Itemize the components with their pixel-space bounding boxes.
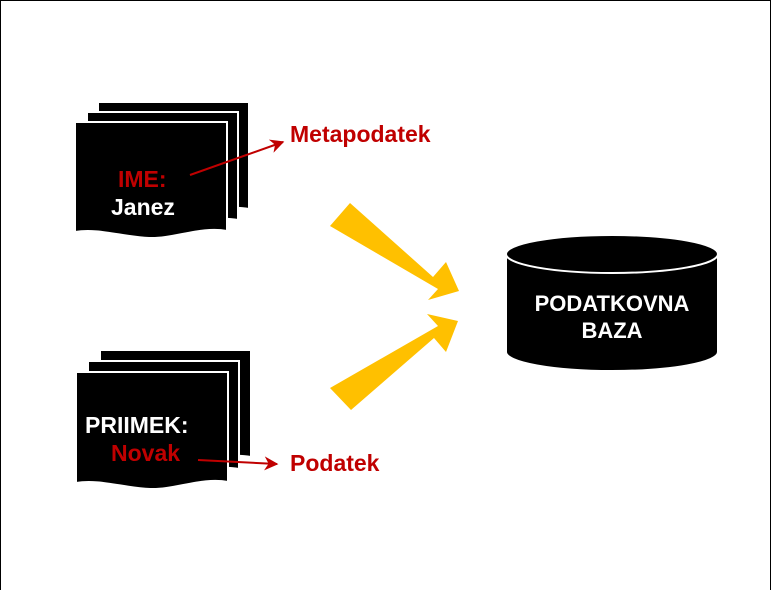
document-stack-2: [75, 349, 252, 491]
metadata-label: Metapodatek: [290, 121, 431, 147]
document1-field-value: Janez: [111, 194, 175, 220]
database-label-line2: BAZA: [581, 318, 643, 343]
metadata-arrow: [189, 139, 285, 176]
document-stack-1-front: [74, 121, 228, 240]
document2-field-value: Novak: [111, 440, 181, 466]
database-top: [505, 234, 719, 274]
database-body: [505, 253, 719, 372]
document2-field-label: PRIIMEK:: [85, 412, 189, 438]
yellow-arrow-lower: [330, 314, 458, 410]
database-label-line1: PODATKOVNA: [534, 291, 690, 316]
document1-field-label: IME:: [118, 166, 167, 192]
document-stack-1: [74, 101, 250, 240]
data-label: Podatek: [290, 450, 380, 476]
document-stack-2-front: [75, 371, 229, 491]
database-cylinder: [505, 234, 719, 372]
yellow-arrow-upper: [330, 203, 459, 300]
data-arrow: [197, 456, 279, 471]
